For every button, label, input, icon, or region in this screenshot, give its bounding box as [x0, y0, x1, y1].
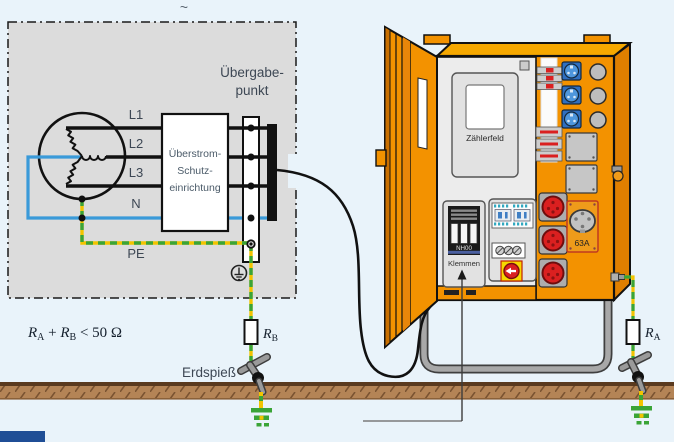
ra-base: R — [644, 326, 654, 341]
stand-frame — [419, 293, 613, 374]
arrow-left-icon — [505, 267, 511, 275]
earth-resistance-formula: RA + RB < 50 Ω — [27, 325, 122, 343]
meter-window — [465, 84, 505, 130]
cabinet-door — [375, 25, 438, 350]
cee-socket-16a — [561, 85, 582, 105]
nh-fuse-handle — [469, 223, 478, 244]
junction-dots — [78, 124, 256, 249]
cee-socket-63a: 63A — [566, 200, 599, 253]
nh-fuse-label: NH00 — [456, 245, 472, 252]
earth-branch-left — [237, 319, 272, 427]
sill-slot — [444, 290, 459, 295]
transfer-point-label: Übergabe- punkt — [220, 65, 284, 98]
pe-conductor — [80, 199, 258, 374]
socket-rating-label: 63A — [574, 238, 589, 248]
resistor-ra-label: RA — [644, 326, 661, 343]
footer-bar — [0, 431, 45, 442]
label-l1: L1 — [129, 107, 143, 122]
cee-sockets-red — [538, 192, 568, 288]
transfer-point-line2: punkt — [235, 83, 268, 98]
tilde-mark: ~ — [180, 0, 188, 15]
arrow-up-icon — [457, 269, 467, 280]
earth-rod-right-icon — [618, 351, 652, 395]
rb-sub: B — [272, 334, 278, 344]
nh-fuse-handle — [450, 223, 459, 244]
cable-busbar — [267, 124, 277, 221]
n-conductor — [26, 155, 272, 220]
cee-socket-red — [538, 192, 568, 222]
distribution-cabinet: Zählerfeld NH00 Klemmen — [423, 34, 633, 303]
resistor-rb — [243, 319, 259, 345]
earth-branch-right — [610, 272, 652, 425]
label-l2: L2 — [129, 136, 143, 151]
formula-rest: < 50 Ω — [76, 325, 122, 341]
overcurrent-line2: Schutz- — [177, 165, 213, 177]
cee-socket-16a — [561, 61, 582, 81]
formula-r1: R — [27, 325, 37, 341]
door-handle-tab — [375, 149, 387, 167]
formula-r2: R — [59, 325, 69, 341]
formula-r1-sub: A — [37, 332, 45, 343]
lifting-lug-left — [423, 34, 451, 45]
phase-conductors — [66, 126, 270, 188]
fuse-strip-bottom — [535, 126, 563, 162]
nh-fuse-switch-unit: NH00 Klemmen — [442, 200, 486, 288]
earth-rod-left-icon — [237, 353, 271, 396]
earth-electrode-symbol-right — [631, 391, 652, 425]
overcurrent-device-box: Überstrom- Schutz- einrichtung — [160, 112, 230, 233]
pe-terminal-ring — [248, 241, 254, 247]
terminals-label: Klemmen — [448, 259, 480, 268]
resistor-ra — [625, 319, 641, 345]
formula-r2-sub: B — [70, 332, 77, 343]
label-pe: PE — [127, 246, 145, 261]
klemmen-callout — [363, 269, 467, 422]
blanking-plates — [565, 132, 598, 194]
formula-op: + — [44, 325, 60, 341]
border-gap — [288, 154, 300, 188]
cee-sockets-blue — [561, 61, 582, 129]
overcurrent-line1: Überstrom- — [169, 148, 222, 160]
cee-socket-red — [538, 258, 568, 288]
socket-caps — [589, 63, 607, 129]
label-l3: L3 — [129, 165, 143, 180]
pe-bolt — [610, 272, 620, 282]
emergency-stop-button — [500, 260, 523, 282]
ground-band — [0, 382, 674, 400]
overcurrent-line3: einrichtung — [169, 182, 221, 194]
panel-screw-icon — [519, 60, 530, 71]
indicator-terminals — [491, 242, 526, 259]
door-window-slot — [417, 77, 428, 150]
earth-rod-label: Erdspieß — [182, 365, 236, 380]
sill-slot — [466, 290, 476, 295]
star-winding-icon — [65, 128, 107, 185]
cee-socket-red — [538, 225, 568, 255]
cee-socket-16a — [561, 109, 582, 129]
cabinet-roof — [434, 42, 633, 57]
ra-sub: A — [654, 333, 661, 343]
meter-panel: Zählerfeld — [451, 72, 519, 178]
rb-base: R — [262, 327, 272, 342]
fuse-strip-top — [536, 66, 563, 90]
earthing-symbol-icon — [230, 264, 248, 282]
breaker-unit — [488, 198, 537, 282]
transfer-point-line1: Übergabe- — [220, 65, 284, 80]
nh-fuse-handle — [460, 223, 468, 244]
door-stay-knob — [612, 170, 624, 182]
earth-electrode-symbol-left — [251, 392, 272, 427]
resistor-rb-label: RB — [262, 327, 278, 344]
label-n: N — [131, 196, 140, 211]
conductor-labels: L1 L2 L3 N PE — [127, 107, 145, 261]
meter-panel-label: Zählerfeld — [466, 133, 504, 143]
